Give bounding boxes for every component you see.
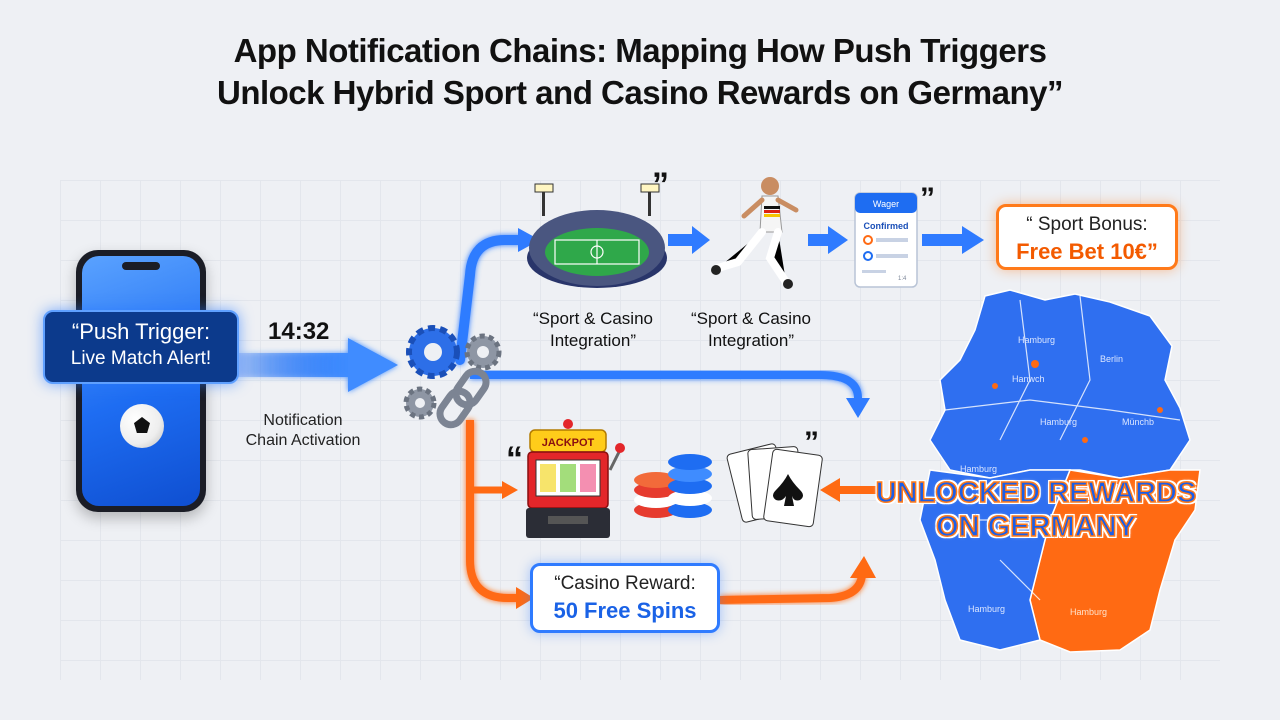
map-pin [1082, 437, 1088, 443]
wager-header-text: Wager [873, 199, 899, 209]
stadium-icon [527, 183, 667, 288]
arrow-head [516, 587, 534, 609]
map-city-label: Hanwch [1012, 374, 1045, 384]
blue-line-to-map [470, 371, 862, 399]
quote-mark: “ [506, 440, 523, 478]
sport-bonus-title: “ Sport Bonus: [1026, 214, 1148, 235]
push-trigger-subtitle: Live Match Alert! [70, 348, 212, 369]
page-title: App Notification Chains: Mapping How Pus… [0, 30, 1280, 114]
wager-status-text: Confirmed [864, 221, 909, 231]
casino-chips-icon [634, 454, 712, 518]
casino-reward-title: “Casino Reward: [554, 573, 696, 594]
map-pin [1031, 360, 1039, 368]
unlocked-line-1: UNLOCKED REWARDS [875, 476, 1197, 510]
football-player-icon [711, 177, 799, 289]
casino-reward-value: 50 Free Spins [553, 598, 697, 623]
integration-label-1-line-2: Integration” [550, 331, 636, 350]
push-trigger-title: “Push Trigger: [71, 319, 211, 344]
integration-label-2: “Sport & Casino Integration” [666, 308, 836, 352]
playing-cards-icon [726, 443, 823, 528]
sport-bonus-card: “ Sport Bonus: Free Bet 10€” [996, 204, 1178, 270]
map-city-label: Münchb [1122, 417, 1154, 427]
map-city-label: Hamburg [1040, 417, 1077, 427]
title-line-2: Unlock Hybrid Sport and Casino Rewards o… [216, 74, 1064, 111]
title-line-1: App Notification Chains: Mapping How Pus… [233, 32, 1047, 69]
soccer-ball-icon [120, 404, 164, 448]
map-city-label: Berlin [1100, 354, 1123, 364]
phone-notch [122, 262, 160, 270]
map-city-label: Hamburg [968, 604, 1005, 614]
wager-ticket-icon [854, 192, 918, 288]
top-row-arrows [668, 226, 984, 254]
push-beam-arrow [238, 338, 398, 392]
blue-branch-up [455, 235, 525, 365]
unlocked-line-2: ON GERMANY [935, 510, 1136, 544]
map-city-label: Hamburg [1018, 335, 1055, 345]
map-inner-lines [944, 295, 1181, 601]
arrow-head [502, 481, 518, 499]
arrow-head [518, 228, 540, 252]
casino-reward-card: “Casino Reward: 50 Free Spins [530, 563, 720, 633]
quote-mark: ” [804, 426, 819, 459]
map-city-label: Hamburg [960, 464, 997, 474]
gears-icon [403, 325, 502, 420]
arrow-head [850, 556, 876, 578]
orange-branch-down [466, 420, 520, 602]
integration-label-1: “Sport & Casino Integration” [508, 308, 678, 352]
map-north-region [929, 289, 1191, 479]
map-southwest-region [919, 469, 1072, 651]
integration-label-1-line-1: “Sport & Casino [533, 309, 653, 328]
push-trigger-notification: “Push Trigger: Live Match Alert! [43, 310, 239, 384]
integration-label-2-line-1: “Sport & Casino [691, 309, 811, 328]
wager-footer-text: 1:4 [898, 276, 907, 282]
arrow-head [820, 478, 840, 502]
chain-label-line-2: Chain Activation [245, 432, 361, 449]
arrow-head [846, 398, 870, 418]
sport-bonus-value: Free Bet 10€” [1016, 239, 1158, 264]
chain-label-line-1: Notification [263, 412, 343, 429]
chain-activation-label: Notification Chain Activation [228, 411, 378, 451]
map-pin [1157, 407, 1163, 413]
map-pin [992, 383, 998, 389]
orange-reward-to-map [719, 574, 866, 604]
unlocked-rewards-label: UNLOCKED REWARDS ON GERMANY [866, 476, 1206, 544]
jackpot-text: JACKPOT [542, 437, 595, 449]
chain-link-icon [436, 367, 490, 429]
germany-map: Berlin Hamburg Hanwch Hamburg Münchb Ham… [919, 289, 1201, 653]
quote-mark: ” [920, 182, 935, 215]
slot-machine-icon [526, 419, 625, 538]
quote-mark: ” [652, 166, 669, 204]
map-city-label: Hamburg [1070, 607, 1107, 617]
notification-time: 14:32 [268, 318, 330, 345]
integration-label-2-line-2: Integration” [708, 331, 794, 350]
